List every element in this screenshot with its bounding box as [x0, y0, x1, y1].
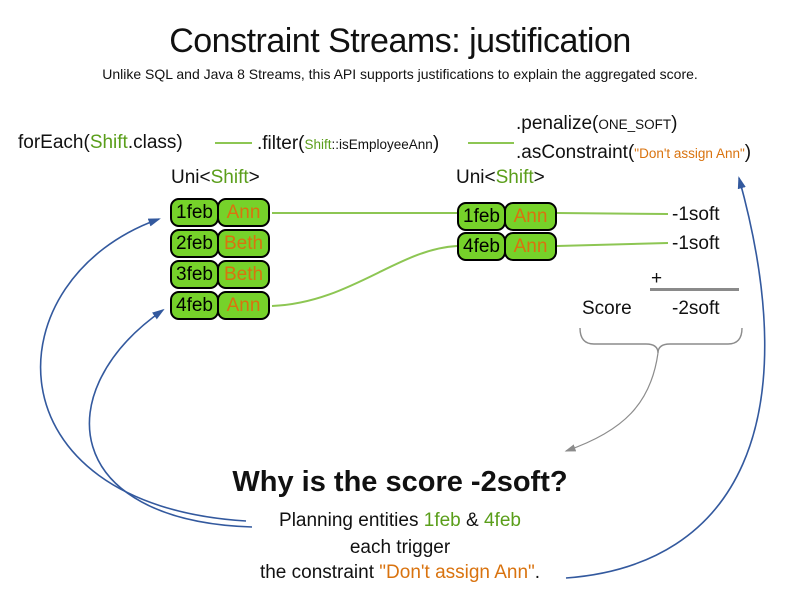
shift-date-cell: 1feb	[170, 198, 219, 227]
shift-date-cell: 3feb	[170, 260, 219, 289]
code-penalize-open: .penalize(	[516, 113, 599, 134]
why-heading: Why is the score -2soft?	[232, 466, 568, 498]
sum-line	[650, 288, 739, 291]
why-line-entities: Planning entities 1feb & 4feb	[0, 510, 800, 532]
right-type-open: Uni<	[456, 167, 496, 188]
shift-employee-cell: Beth	[217, 260, 270, 289]
shift-date-cell: 1feb	[457, 202, 506, 231]
left-stream-row-4feb: 4feb Ann	[170, 291, 270, 320]
code-penalize: .penalize(ONE_SOFT)	[516, 113, 677, 135]
shift-employee-cell: Ann	[217, 291, 270, 320]
right-stream-type-label: Uni<Shift>	[456, 167, 545, 189]
plus-sign: +	[651, 268, 663, 289]
code-asconstraint-close: )	[744, 142, 752, 163]
code-filter-open: .filter(	[257, 133, 305, 154]
code-penalize-arg: ONE_SOFT	[598, 117, 672, 132]
arrow-score-to-question	[564, 352, 659, 452]
shift-date-cell: 2feb	[170, 229, 219, 258]
score-brace	[579, 327, 743, 354]
connector-penalty1-line	[556, 212, 669, 215]
code-filter-method: ::isEmployeeAnn	[331, 137, 433, 152]
code-asconstraint: .asConstraint("Don't assign Ann")	[516, 142, 751, 164]
code-asconstraint-open: .asConstraint(	[516, 142, 635, 163]
shift-employee-cell: Beth	[217, 229, 270, 258]
shift-employee-cell: Ann	[504, 232, 557, 261]
code-foreach-close: .class)	[127, 132, 183, 153]
why-line-constraint: the constraint "Don't assign Ann".	[0, 562, 800, 584]
arrow-explanation-to-1feb	[39, 218, 247, 522]
shift-date-cell: 4feb	[457, 232, 506, 261]
code-filter-close: )	[432, 133, 440, 154]
why-line1-join: &	[460, 510, 484, 531]
page-subtitle: Unlike SQL and Java 8 Streams, this API …	[102, 66, 698, 82]
why-line3-suffix: .	[534, 562, 541, 583]
code-foreach: forEach(Shift.class)	[18, 132, 183, 154]
arrow-explanation-to-4feb	[88, 308, 253, 528]
shift-date-cell: 4feb	[170, 291, 219, 320]
page-title: Constraint Streams: justification	[169, 22, 631, 60]
shift-employee-cell: Ann	[217, 198, 270, 227]
score-total: -2soft	[672, 298, 720, 319]
why-line-trigger: each trigger	[349, 537, 451, 558]
left-stream-row-2feb: 2feb Beth	[170, 229, 270, 258]
code-filter: .filter(Shift::isEmployeeAnn)	[257, 133, 439, 155]
right-type-name: Shift	[495, 167, 534, 188]
why-line3-constraint: "Don't assign Ann"	[379, 562, 535, 583]
right-stream-row-1feb: 1feb Ann	[457, 202, 557, 231]
left-type-close: >	[248, 167, 260, 188]
code-foreach-type: Shift	[89, 132, 128, 153]
why-line1-prefix: Planning entities	[279, 510, 424, 531]
right-stream-row-4feb: 4feb Ann	[457, 232, 557, 261]
connector-4feb-line	[271, 245, 458, 307]
shift-employee-cell: Ann	[504, 202, 557, 231]
code-asconstraint-arg: "Don't assign Ann"	[634, 146, 745, 161]
arrow-explanation-to-constraint	[565, 176, 766, 579]
code-foreach-open: forEach(	[18, 132, 90, 153]
left-stream-row-3feb: 3feb Beth	[170, 260, 270, 289]
connector-penalty2-line	[556, 242, 669, 247]
why-line1-entity2: 4feb	[483, 510, 521, 531]
penalty-value-2: -1soft	[672, 233, 720, 254]
code-penalize-close: )	[671, 113, 678, 134]
left-stream-type-label: Uni<Shift>	[171, 167, 260, 189]
left-type-name: Shift	[210, 167, 249, 188]
right-type-close: >	[533, 167, 545, 188]
left-type-open: Uni<	[171, 167, 211, 188]
left-stream-row-1feb: 1feb Ann	[170, 198, 270, 227]
why-line3-prefix: the constraint	[259, 562, 380, 583]
score-label: Score	[582, 298, 632, 319]
why-line1-entity1: 1feb	[423, 510, 461, 531]
penalty-value-1: -1soft	[672, 204, 720, 225]
code-filter-type: Shift	[304, 137, 332, 152]
